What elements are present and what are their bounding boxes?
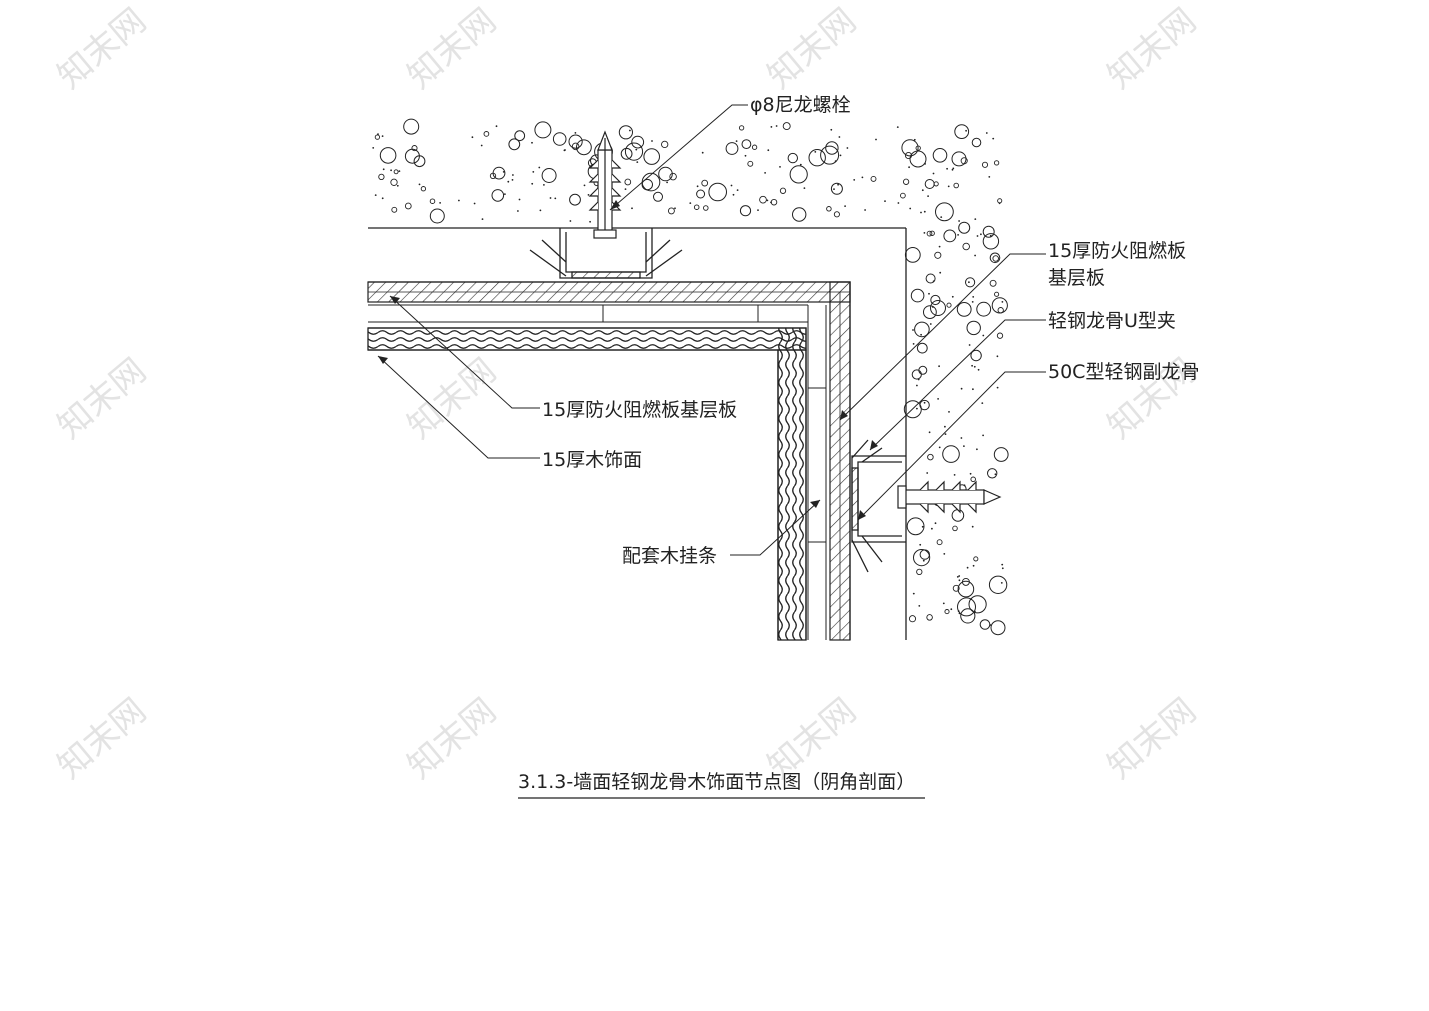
label-u-clip: 轻钢龙骨U型夹 <box>1048 310 1176 332</box>
watermark-text: 知末网 <box>400 1 504 97</box>
leader-arrows <box>378 200 878 520</box>
leader-lines <box>377 104 1046 556</box>
board-outline <box>368 281 851 640</box>
label-bolt: φ8尼龙螺栓 <box>750 94 851 116</box>
top-nylon-anchor <box>588 130 622 239</box>
watermark-text: 知末网 <box>50 1 154 97</box>
watermark-text: 知末网 <box>50 351 154 447</box>
watermark-group: 知末网知末网知末网知末网知末网知末网知末网知末网知末网知末网知末网 <box>50 1 1204 787</box>
top-c-keel <box>529 228 683 279</box>
watermark-text: 知末网 <box>760 1 864 97</box>
watermark-text: 知末网 <box>1100 1 1204 97</box>
label-board-right-1: 15厚防火阻燃板 <box>1048 240 1186 262</box>
label-c-keel: 50C型轻钢副龙骨 <box>1048 361 1199 383</box>
watermark-text: 知末网 <box>50 691 154 787</box>
concrete-wall <box>368 118 1009 640</box>
label-wood-face: 15厚木饰面 <box>542 449 642 471</box>
watermark-text: 知末网 <box>400 351 504 447</box>
drawing-caption: 3.1.3-墙面轻钢龙骨木饰面节点图（阴角剖面） <box>518 771 915 793</box>
label-board-left: 15厚防火阻燃板基层板 <box>542 399 737 421</box>
label-hanger: 配套木挂条 <box>622 545 717 567</box>
watermark-text: 知末网 <box>400 691 504 787</box>
watermark-text: 知末网 <box>1100 691 1204 787</box>
right-c-keel <box>851 439 906 573</box>
right-nylon-anchor <box>897 480 1002 514</box>
label-board-right-2: 基层板 <box>1048 267 1105 289</box>
top-board-layers <box>367 281 851 351</box>
